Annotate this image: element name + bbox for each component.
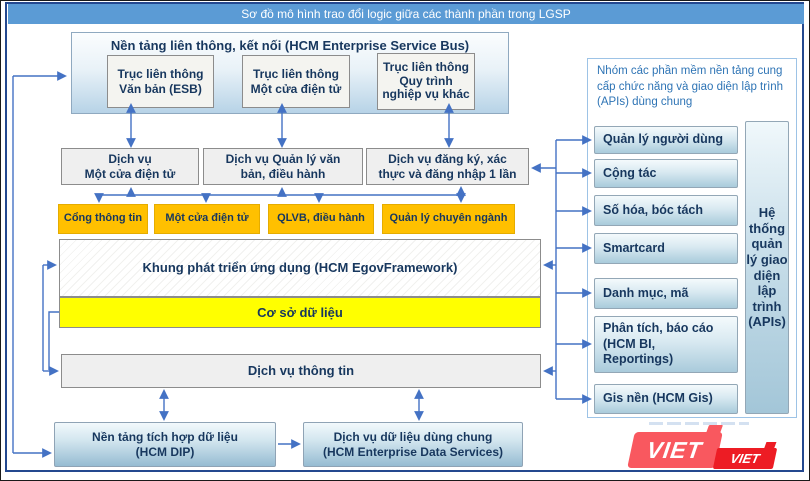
app-specialized-box: Quản lý chuyên ngành <box>382 204 515 234</box>
panel-item-bi-reporting: Phân tích, báo cáo (HCM BI, Reportings) <box>594 316 738 373</box>
info-service-box: Dịch vụ thông tin <box>61 354 541 388</box>
app-one-stop-box: Một cửa điện tử <box>154 204 260 234</box>
service-doc-management-box: Dịch vụ Quản lý văn bản, điều hành <box>203 148 363 185</box>
bus-document-box: Trục liên thông Văn bản (ESB) <box>107 55 214 108</box>
service-one-stop-box: Dịch vụ Một cửa điện tử <box>61 148 199 185</box>
viet-logo-text: VIET <box>645 436 705 463</box>
viet-logo-small-text: VIET <box>728 451 762 466</box>
panel-item-gis: Gis nền (HCM Gis) <box>594 384 738 414</box>
app-qlvb-box: QLVB, điều hành <box>268 204 374 234</box>
viet-logo: VIET <box>627 432 723 468</box>
app-portal-box: Cổng thông tin <box>58 204 148 234</box>
bus-one-stop-box: Trục liên thông Một cửa điện tử <box>242 55 350 108</box>
diagram-title-banner: Sơ đồ mô hình trao đổi logic giữa các th… <box>8 4 804 24</box>
panel-item-catalog: Danh mục, mã <box>594 278 738 309</box>
panel-item-user-management: Quản lý người dùng <box>594 126 738 154</box>
api-management-system-box: Hệ thống quản lý giao diện lập trình (AP… <box>745 121 789 414</box>
diagram-title: Sơ đồ mô hình trao đổi logic giữa các th… <box>241 7 571 21</box>
inner-frame-border <box>5 2 804 472</box>
esb-platform-title: Nền tảng liên thông, kết nối (HCM Enterp… <box>110 38 470 53</box>
database-box: Cơ sở dữ liệu <box>59 297 541 328</box>
shared-data-service-box: Dịch vụ dữ liệu dùng chung (HCM Enterpri… <box>303 422 523 467</box>
hcm-dip-box: Nền tảng tích hợp dữ liệu (HCM DIP) <box>54 422 276 467</box>
apis-group-caption: Nhóm các phần mềm nền tảng cung cấp chức… <box>597 65 784 109</box>
faint-watermark-text <box>649 422 749 425</box>
panel-item-collaboration: Cộng tác <box>594 159 738 188</box>
viet-logo-small: VIET <box>712 448 778 469</box>
panel-item-smartcard: Smartcard <box>594 233 738 264</box>
egov-framework-box: Khung phát triển ứng dụng (HCM EgovFrame… <box>59 239 541 297</box>
panel-item-digitization: Số hóa, bóc tách <box>594 195 738 226</box>
esb-platform-box: Nền tảng liên thông, kết nối (HCM Enterp… <box>71 32 509 114</box>
service-sso-box: Dịch vụ đăng ký, xác thực và đăng nhập 1… <box>366 148 529 185</box>
bus-other-process-box: Trục liên thông Quy trình nghiệp vụ khác <box>377 53 475 110</box>
